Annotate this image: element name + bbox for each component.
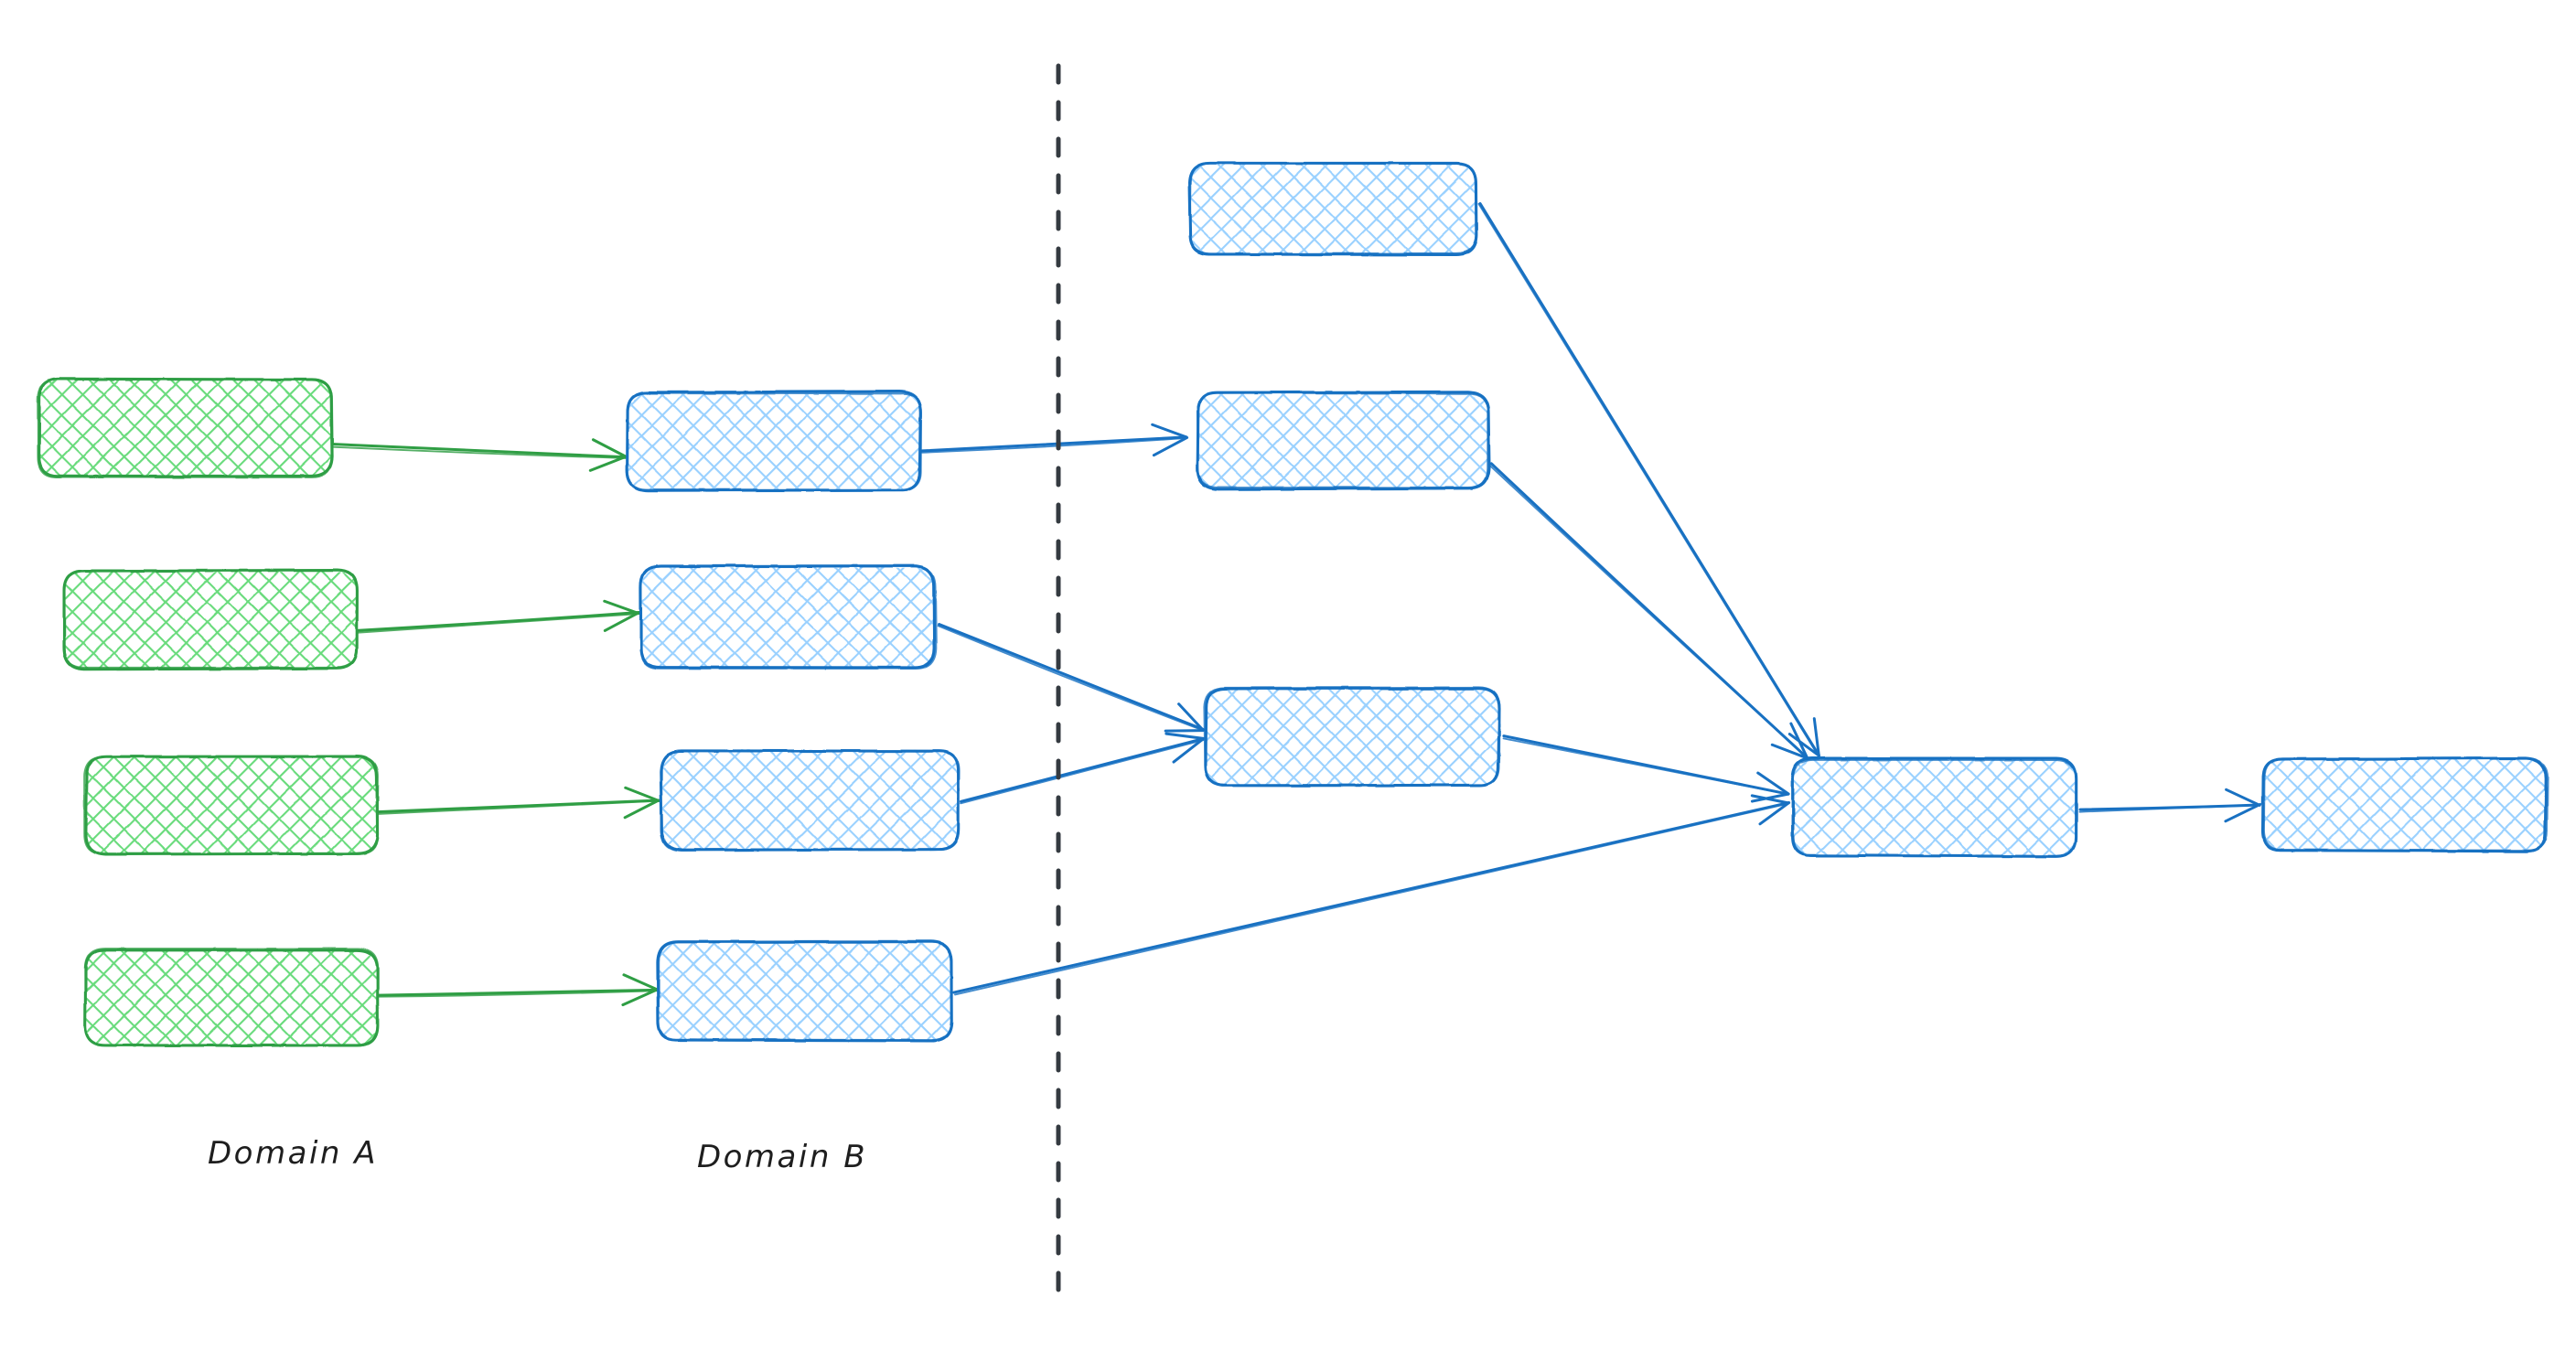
edge-arrowhead-c2-d1-1	[1770, 743, 1808, 759]
edge-shaft-c2-d1	[1488, 464, 1808, 758]
node-fill-a1	[38, 379, 332, 477]
node-outline-c3	[1203, 686, 1501, 787]
edge-arrowhead-d1-e1-0	[2225, 788, 2261, 807]
edge-shaft-a4-b4	[376, 988, 659, 997]
domain-a-label: Domain A	[208, 1135, 378, 1172]
edge-arrowhead-a4-b4-0	[622, 973, 658, 991]
node-fill-a3	[84, 756, 378, 854]
node-outline-a4	[83, 948, 380, 1047]
edge-b3-c3[interactable]	[959, 732, 1205, 805]
edge-shaft-b1-c2	[920, 437, 1188, 454]
node-outline-c1	[1188, 161, 1478, 255]
edge-shaft-c3-d1	[1502, 737, 1789, 796]
edge-shaft-b1-c2	[920, 435, 1188, 453]
edge-arrowhead-b3-c3-0	[1165, 732, 1205, 740]
edge-a3-b3[interactable]	[376, 786, 660, 820]
node-outline-b3	[660, 749, 961, 852]
node-outline-e1	[2262, 757, 2549, 852]
node-b2[interactable]	[639, 564, 938, 670]
edge-arrowhead-a3-b3-1	[623, 799, 660, 820]
node-b3[interactable]	[659, 749, 961, 852]
edge-shaft-b4-d1	[954, 802, 1790, 996]
edge-shaft-b4-d1	[952, 801, 1790, 994]
edge-arrowhead-a3-b3-0	[624, 786, 660, 803]
node-b4[interactable]	[656, 939, 953, 1043]
edge-c1-d1[interactable]	[1477, 202, 1820, 757]
node-e1[interactable]	[2260, 756, 2549, 853]
edge-a4-b4[interactable]	[376, 973, 660, 1007]
node-c2[interactable]	[1196, 390, 1491, 491]
node-fill-e1	[2263, 758, 2548, 851]
nodes-layer	[37, 161, 2549, 1047]
edge-a1-b1[interactable]	[329, 438, 628, 472]
edge-arrowhead-c3-d1-0	[1756, 771, 1790, 796]
edge-arrowhead-d1-e1-1	[2224, 802, 2262, 823]
edge-b1-c2[interactable]	[920, 423, 1189, 457]
node-fill-d1	[1793, 758, 2077, 857]
node-fill-b1	[627, 393, 921, 491]
edge-arrowhead-b2-c3-0	[1177, 702, 1205, 732]
edge-shaft-b3-c3	[960, 739, 1205, 805]
edge-arrowhead-b3-c3-1	[1172, 737, 1205, 764]
node-fill-c3	[1206, 687, 1501, 785]
edge-b2-c3[interactable]	[937, 623, 1205, 733]
node-d1[interactable]	[1791, 756, 2078, 858]
edge-shaft-b2-c3	[938, 623, 1205, 732]
edge-shaft-a1-b1	[330, 445, 627, 459]
edge-arrowhead-b4-d1-1	[1758, 801, 1791, 826]
edge-c3-d1[interactable]	[1502, 734, 1790, 803]
node-a3[interactable]	[83, 755, 380, 856]
node-c1[interactable]	[1187, 161, 1478, 256]
node-fill-a4	[84, 949, 378, 1047]
node-fill-b3	[661, 749, 959, 850]
edge-shaft-a2-b2	[355, 611, 640, 632]
node-outline-a3	[83, 756, 380, 855]
node-outline-a2	[62, 569, 359, 669]
node-fill-c1	[1189, 162, 1476, 255]
edge-arrowhead-a4-b4-1	[621, 988, 660, 1007]
edge-shaft-a4-b4	[377, 990, 659, 998]
node-fill-c2	[1198, 393, 1488, 488]
edge-arrowhead-a2-b2-1	[603, 611, 640, 632]
node-a1[interactable]	[37, 377, 334, 478]
node-outline-b1	[626, 391, 922, 491]
edge-shaft-d1-e1	[2078, 804, 2260, 813]
edge-arrowhead-b4-d1-0	[1750, 794, 1790, 805]
node-outline-b4	[657, 941, 953, 1042]
node-outline-c2	[1196, 391, 1489, 489]
domain-b-label: Domain B	[697, 1139, 867, 1175]
edge-arrowhead-c1-d1-0	[1812, 717, 1820, 757]
node-fill-b2	[639, 567, 936, 669]
node-outline-b2	[639, 565, 938, 670]
edge-arrowhead-a2-b2-0	[603, 599, 640, 616]
edge-arrowhead-c1-d1-1	[1787, 733, 1820, 757]
edge-arrowhead-b1-c2-0	[1151, 423, 1187, 439]
edge-d1-e1[interactable]	[2078, 788, 2262, 823]
edge-a2-b2[interactable]	[355, 599, 640, 634]
node-a4[interactable]	[83, 948, 380, 1047]
node-b1[interactable]	[626, 390, 922, 492]
edge-shaft-b2-c3	[937, 625, 1204, 732]
edges-layer	[329, 202, 2262, 1007]
edge-arrowhead-c2-d1-0	[1789, 722, 1809, 758]
node-fill-a2	[64, 571, 358, 670]
edge-shaft-a1-b1	[329, 443, 628, 459]
node-a2[interactable]	[62, 569, 359, 671]
edge-shaft-b3-c3	[959, 737, 1205, 803]
node-fill-b4	[658, 942, 952, 1042]
edge-c2-d1[interactable]	[1488, 462, 1809, 759]
edge-b4-d1[interactable]	[952, 794, 1791, 996]
edge-shaft-a3-b3	[377, 799, 660, 815]
node-outline-d1	[1792, 758, 2077, 858]
node-c3[interactable]	[1203, 686, 1501, 788]
node-outline-a1	[37, 378, 334, 478]
edge-arrowhead-b1-c2-1	[1152, 435, 1189, 457]
edge-shaft-a2-b2	[355, 613, 639, 634]
edge-arrowhead-a1-b1-0	[591, 438, 628, 458]
edge-arrowhead-a1-b1-1	[588, 455, 628, 472]
edge-arrowhead-c3-d1-1	[1750, 792, 1790, 803]
edge-shaft-c1-d1	[1477, 202, 1819, 757]
